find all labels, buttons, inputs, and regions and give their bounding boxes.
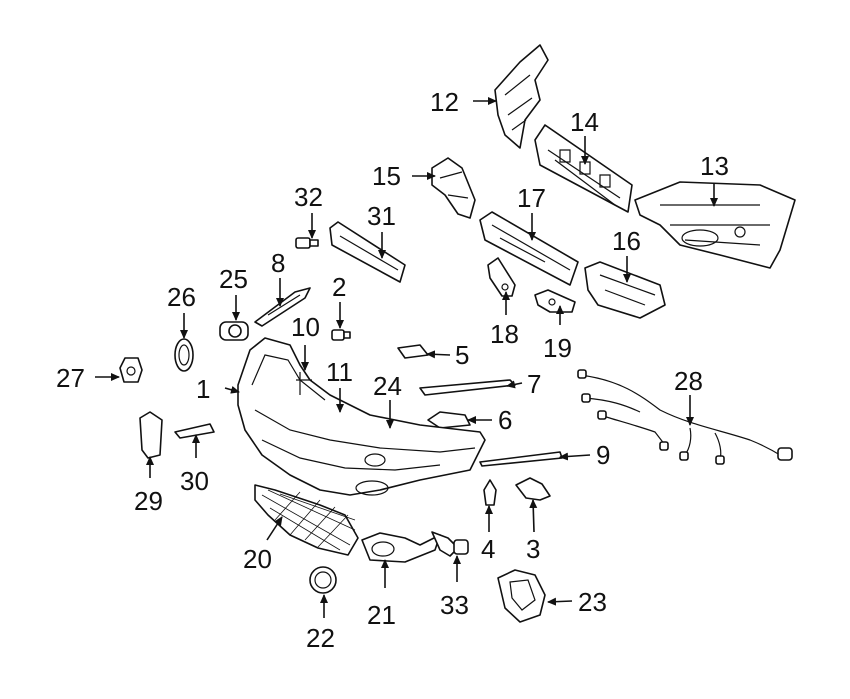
part-15-bracket [431,157,476,219]
callout-5: 5 [455,340,469,370]
callout-4: 4 [481,534,495,564]
callout-12: 12 [430,87,459,117]
part-14-reinforcement [534,124,633,213]
part-16-bracket [584,261,666,319]
part-20-lower-grille [254,484,359,556]
callout-6: 6 [498,405,512,435]
callout-24: 24 [373,371,402,401]
callout-25: 25 [219,264,248,294]
callout-2: 2 [332,272,346,302]
part-4-clip [483,479,497,506]
callout-21: 21 [367,600,396,630]
callout-22: 22 [306,623,335,653]
part-23-duct [497,569,546,623]
callout-29: 29 [134,486,163,516]
part-31-license-bracket [329,221,406,283]
part-17-impact-bar [479,211,579,286]
callout-27: 27 [56,363,85,393]
part-7-strip [419,379,516,396]
part-1-bumper-cover [237,337,486,496]
part-18-bracket [487,257,516,297]
callout-labels: 1 2 3 4 5 6 7 8 9 10 11 12 13 14 15 16 1… [56,87,729,653]
callout-16: 16 [612,226,641,256]
callout-15: 15 [372,161,401,191]
part-29-bracket [139,411,163,459]
part-27-holder [119,357,143,383]
callout-31: 31 [367,201,396,231]
callout-32: 32 [294,182,323,212]
callout-3: 3 [526,534,540,564]
part-33-plug [431,531,469,557]
callout-19: 19 [543,333,572,363]
part-32-bolt [295,237,319,249]
callout-13: 13 [700,151,729,181]
callout-17: 17 [517,183,546,213]
part-6-bracket [427,411,471,429]
callout-10: 10 [291,312,320,342]
part-10-bolt [331,329,351,341]
callout-30: 30 [180,466,209,496]
callout-7: 7 [527,369,541,399]
part-8-bracket [254,287,311,327]
callout-11: 11 [326,357,353,387]
leader-lines [95,97,718,618]
part-9-strip [479,451,563,467]
callout-28: 28 [674,366,703,396]
callout-14: 14 [570,107,599,137]
part-5-block [397,344,429,359]
callout-20: 20 [243,544,272,574]
callout-1: 1 [196,374,210,404]
part-19-bracket [534,289,576,313]
part-3-retainer [515,477,551,501]
callout-18: 18 [490,319,519,349]
callout-8: 8 [271,248,285,278]
part-30-bracket [174,423,215,439]
callout-23: 23 [578,587,607,617]
callout-26: 26 [167,282,196,312]
part-28-wiring-harness [577,369,793,465]
part-22-fog-lamp [309,566,337,594]
callout-9: 9 [596,440,610,470]
part-21-fog-bezel [361,532,441,563]
part-13-absorber [634,181,796,269]
part-25-sensor [219,321,249,341]
part-26-ring [174,338,194,372]
part-12-bracket [494,44,549,149]
callout-33: 33 [440,590,469,620]
